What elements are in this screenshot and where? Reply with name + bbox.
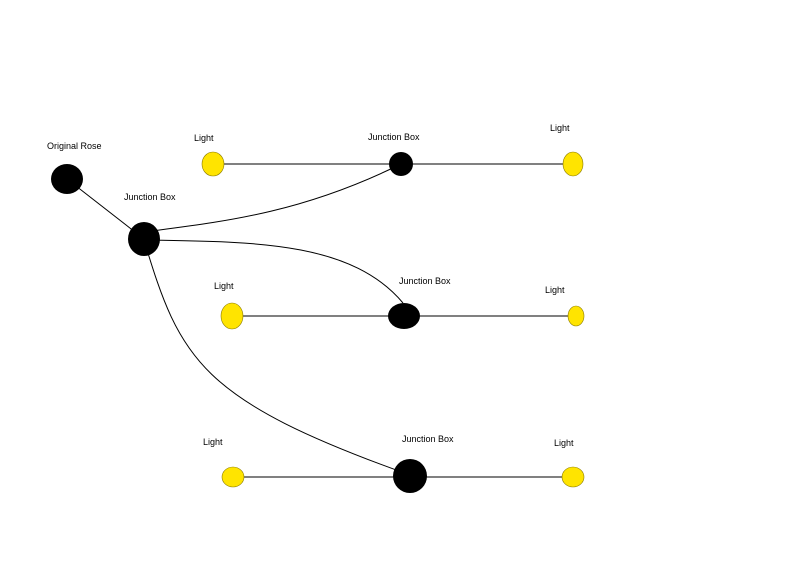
wires bbox=[66, 163, 576, 478]
bottom-right-light-label: Light bbox=[554, 438, 574, 448]
middle-left-light-label: Light bbox=[214, 281, 234, 291]
bottom-left-light bbox=[221, 466, 245, 488]
main-junction-box-label: Junction Box bbox=[124, 192, 176, 202]
middle-right-light-label: Light bbox=[545, 285, 565, 295]
original-rose-node bbox=[51, 164, 83, 194]
bottom-junction-box-label: Junction Box bbox=[402, 434, 454, 444]
top-left-light-label: Light bbox=[194, 133, 214, 143]
top-junction-box-label: Junction Box bbox=[368, 132, 420, 142]
wire-main-to-middle bbox=[143, 239, 404, 304]
top-right-light-label: Light bbox=[550, 123, 570, 133]
top-right-light bbox=[562, 151, 584, 177]
main-junction-box-node bbox=[128, 222, 160, 256]
wire-main-to-top bbox=[143, 163, 402, 233]
top-junction-box-node bbox=[389, 152, 413, 176]
middle-right-light bbox=[567, 305, 585, 327]
original-rose-label: Original Rose bbox=[47, 141, 102, 151]
wire-main-to-bottom bbox=[143, 239, 411, 476]
bottom-junction-box-node bbox=[393, 459, 427, 493]
middle-left-light bbox=[220, 302, 244, 330]
top-left-light bbox=[201, 151, 225, 177]
middle-junction-box-label: Junction Box bbox=[399, 276, 451, 286]
bottom-left-light-label: Light bbox=[203, 437, 223, 447]
middle-junction-box-node bbox=[388, 303, 420, 329]
bottom-right-light bbox=[561, 466, 585, 488]
